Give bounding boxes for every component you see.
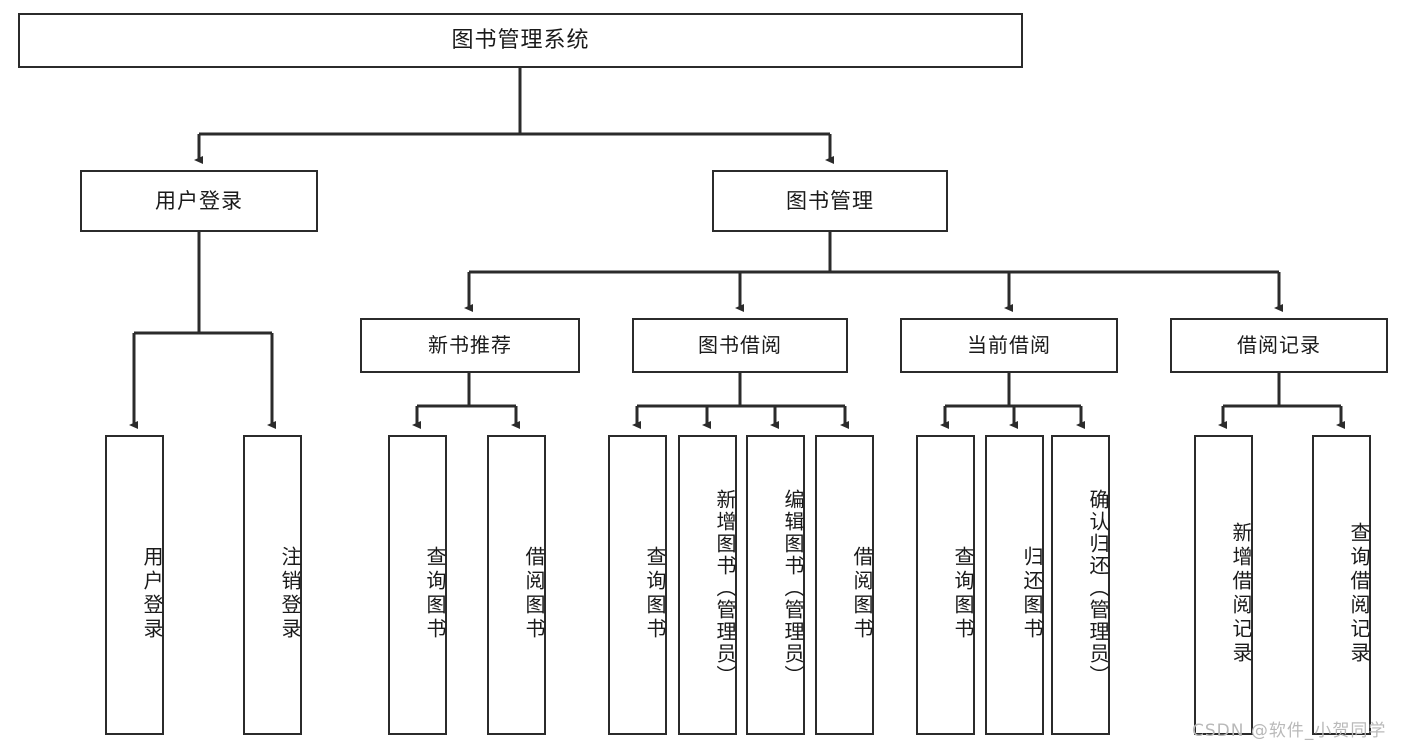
csdn-watermark: CSDN @软件_小贺同学 [1192,721,1387,741]
node-borrow-record[interactable]: 借阅记录 [1170,318,1388,373]
leaf-confirm-return[interactable]: 确认归还（管理员） [1051,435,1110,735]
node-current-borrow[interactable]: 当前借阅 [900,318,1118,373]
leaf-return-book[interactable]: 归还图书 [985,435,1044,735]
leaf-query-record[interactable]: 查询借阅记录 [1312,435,1371,735]
node-book-borrow[interactable]: 图书借阅 [632,318,848,373]
leaf-query-book-3[interactable]: 查询图书 [916,435,975,735]
leaf-borrow-book-2[interactable]: 借阅图书 [815,435,874,735]
leaf-user-login[interactable]: 用户登录 [105,435,164,735]
leaf-add-record[interactable]: 新增借阅记录 [1194,435,1253,735]
node-user-login[interactable]: 用户登录 [80,170,318,232]
node-new-book-rec[interactable]: 新书推荐 [360,318,580,373]
node-root[interactable]: 图书管理系统 [18,13,1023,68]
leaf-logout[interactable]: 注销登录 [243,435,302,735]
leaf-add-book[interactable]: 新增图书（管理员） [678,435,737,735]
leaf-query-book-1[interactable]: 查询图书 [388,435,447,735]
leaf-edit-book[interactable]: 编辑图书（管理员） [746,435,805,735]
leaf-query-book-2[interactable]: 查询图书 [608,435,667,735]
node-book-manage[interactable]: 图书管理 [712,170,948,232]
leaf-borrow-book-1[interactable]: 借阅图书 [487,435,546,735]
